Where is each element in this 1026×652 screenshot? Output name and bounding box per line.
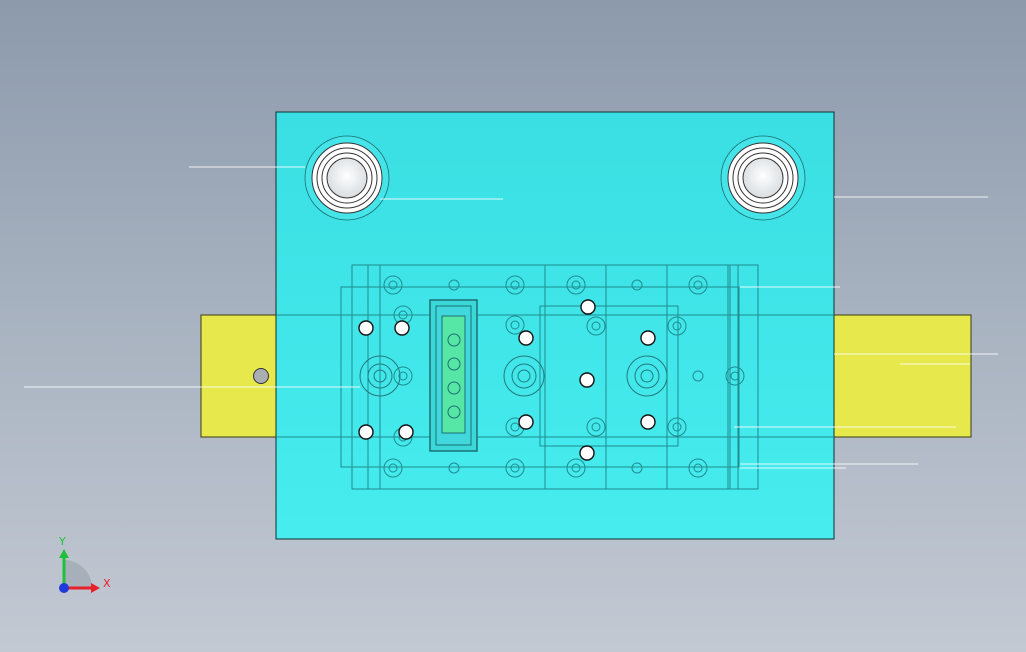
z-axis-origin xyxy=(59,583,69,593)
y-axis-label: Y xyxy=(58,535,66,548)
guide-bushing-right[interactable] xyxy=(720,135,806,221)
orientation-triad[interactable]: X Y xyxy=(58,535,111,593)
y-axis-arrowhead xyxy=(59,549,69,558)
round-punches[interactable] xyxy=(359,355,668,397)
punch-slot[interactable] xyxy=(429,299,478,452)
guide-bushing-left[interactable] xyxy=(304,135,390,221)
side-bar-hole xyxy=(253,368,269,384)
right-side-bar[interactable] xyxy=(829,314,972,438)
x-axis-arrowhead xyxy=(91,583,100,593)
pilot-holes[interactable] xyxy=(358,299,656,461)
x-axis-label: X xyxy=(103,577,111,590)
leader-lines xyxy=(24,166,998,469)
